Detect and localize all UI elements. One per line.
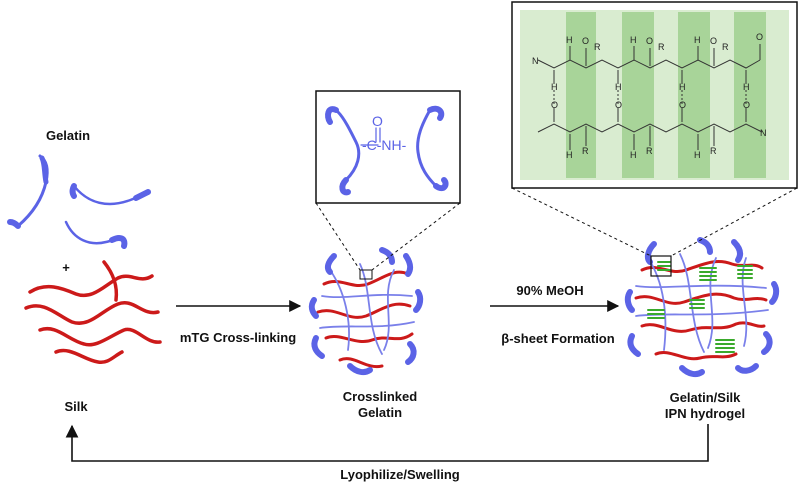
crosslinked-label-line2: Gelatin — [357, 405, 403, 420]
atom-bot-r1: R — [582, 146, 589, 156]
crosslinked-label-line1: Crosslinked — [342, 389, 418, 404]
amide-bond-text: -C-NH- — [362, 137, 407, 153]
atom-bot-o1: O — [551, 100, 558, 110]
plus-sign: + — [62, 260, 70, 275]
arrow-lyophilize — [65, 424, 709, 462]
silk-label: Silk — [64, 399, 88, 414]
pleated-sheet-background — [520, 10, 789, 180]
beta-sheet-inset: H H H O O O O R R R N H H H H O O O O H … — [511, 1, 798, 257]
atom-bot-r2: R — [646, 146, 653, 156]
atom-top-h7: H — [743, 82, 750, 92]
atom-top-o2: O — [646, 36, 653, 46]
atom-top-h4: H — [551, 82, 558, 92]
atom-top-h5: H — [615, 82, 622, 92]
amide-bond-inset: O -C-NH- — [315, 90, 461, 271]
atom-top-h6: H — [679, 82, 686, 92]
atom-bot-o3: O — [679, 100, 686, 110]
amide-oxygen: O — [372, 113, 383, 129]
crosslinked-gelatin-network — [308, 247, 424, 376]
atom-top-o3: O — [710, 36, 717, 46]
beta-sheet-label: β-sheet Formation — [501, 331, 615, 346]
atom-bot-h1: H — [566, 150, 573, 160]
atom-top-o4: O — [756, 32, 763, 42]
gelatin-label: Gelatin — [45, 128, 91, 143]
atom-top-n1: N — [532, 56, 539, 66]
atom-bot-r3: R — [710, 146, 717, 156]
lyophilize-label: Lyophilize/Swelling — [340, 467, 460, 482]
atom-bot-h2: H — [630, 150, 637, 160]
beta-sheet-crystallites — [647, 261, 753, 353]
atom-top-h3: H — [694, 35, 701, 45]
silk-strands — [24, 260, 162, 365]
atom-top-o1: O — [582, 36, 589, 46]
atom-top-h1: H — [566, 35, 573, 45]
ipn-label-line2: IPN hydrogel — [664, 406, 746, 421]
mtg-label: mTG Cross-linking — [179, 330, 297, 345]
atom-top-r1: R — [594, 42, 601, 52]
atom-bot-n1: N — [760, 128, 767, 138]
gelatin-strands — [7, 154, 151, 249]
meoh-label: 90% MeOH — [516, 283, 584, 298]
atom-bot-o2: O — [615, 100, 622, 110]
ipn-hydrogel-network — [624, 237, 780, 378]
atom-top-r3: R — [722, 42, 729, 52]
atom-top-r2: R — [658, 42, 665, 52]
ipn-label-line1: Gelatin/Silk — [669, 390, 741, 405]
atom-bot-o4: O — [743, 100, 750, 110]
atom-bot-h3: H — [694, 150, 701, 160]
atom-top-h2: H — [630, 35, 637, 45]
